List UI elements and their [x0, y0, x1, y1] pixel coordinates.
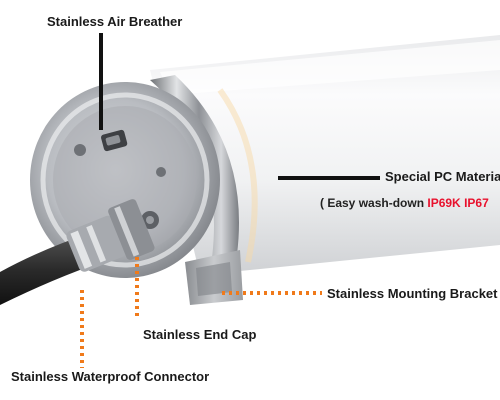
- wash-down-note: ( Easy wash-down IP69K IP67: [320, 195, 489, 211]
- air-breather-label: Stainless Air Breather: [47, 14, 183, 29]
- end-cap-label: Stainless End Cap: [143, 327, 257, 342]
- waterproof-connector-label: Stainless Waterproof Connector: [11, 369, 210, 384]
- ip67-rating: IP67: [464, 196, 489, 210]
- mounting-bracket-label: Stainless Mounting Bracket: [327, 286, 498, 301]
- ip69k-rating: IP69K: [427, 196, 461, 210]
- wash-down-prefix: ( Easy wash-down: [320, 196, 428, 210]
- pc-material-label: Special PC Material: [385, 169, 500, 184]
